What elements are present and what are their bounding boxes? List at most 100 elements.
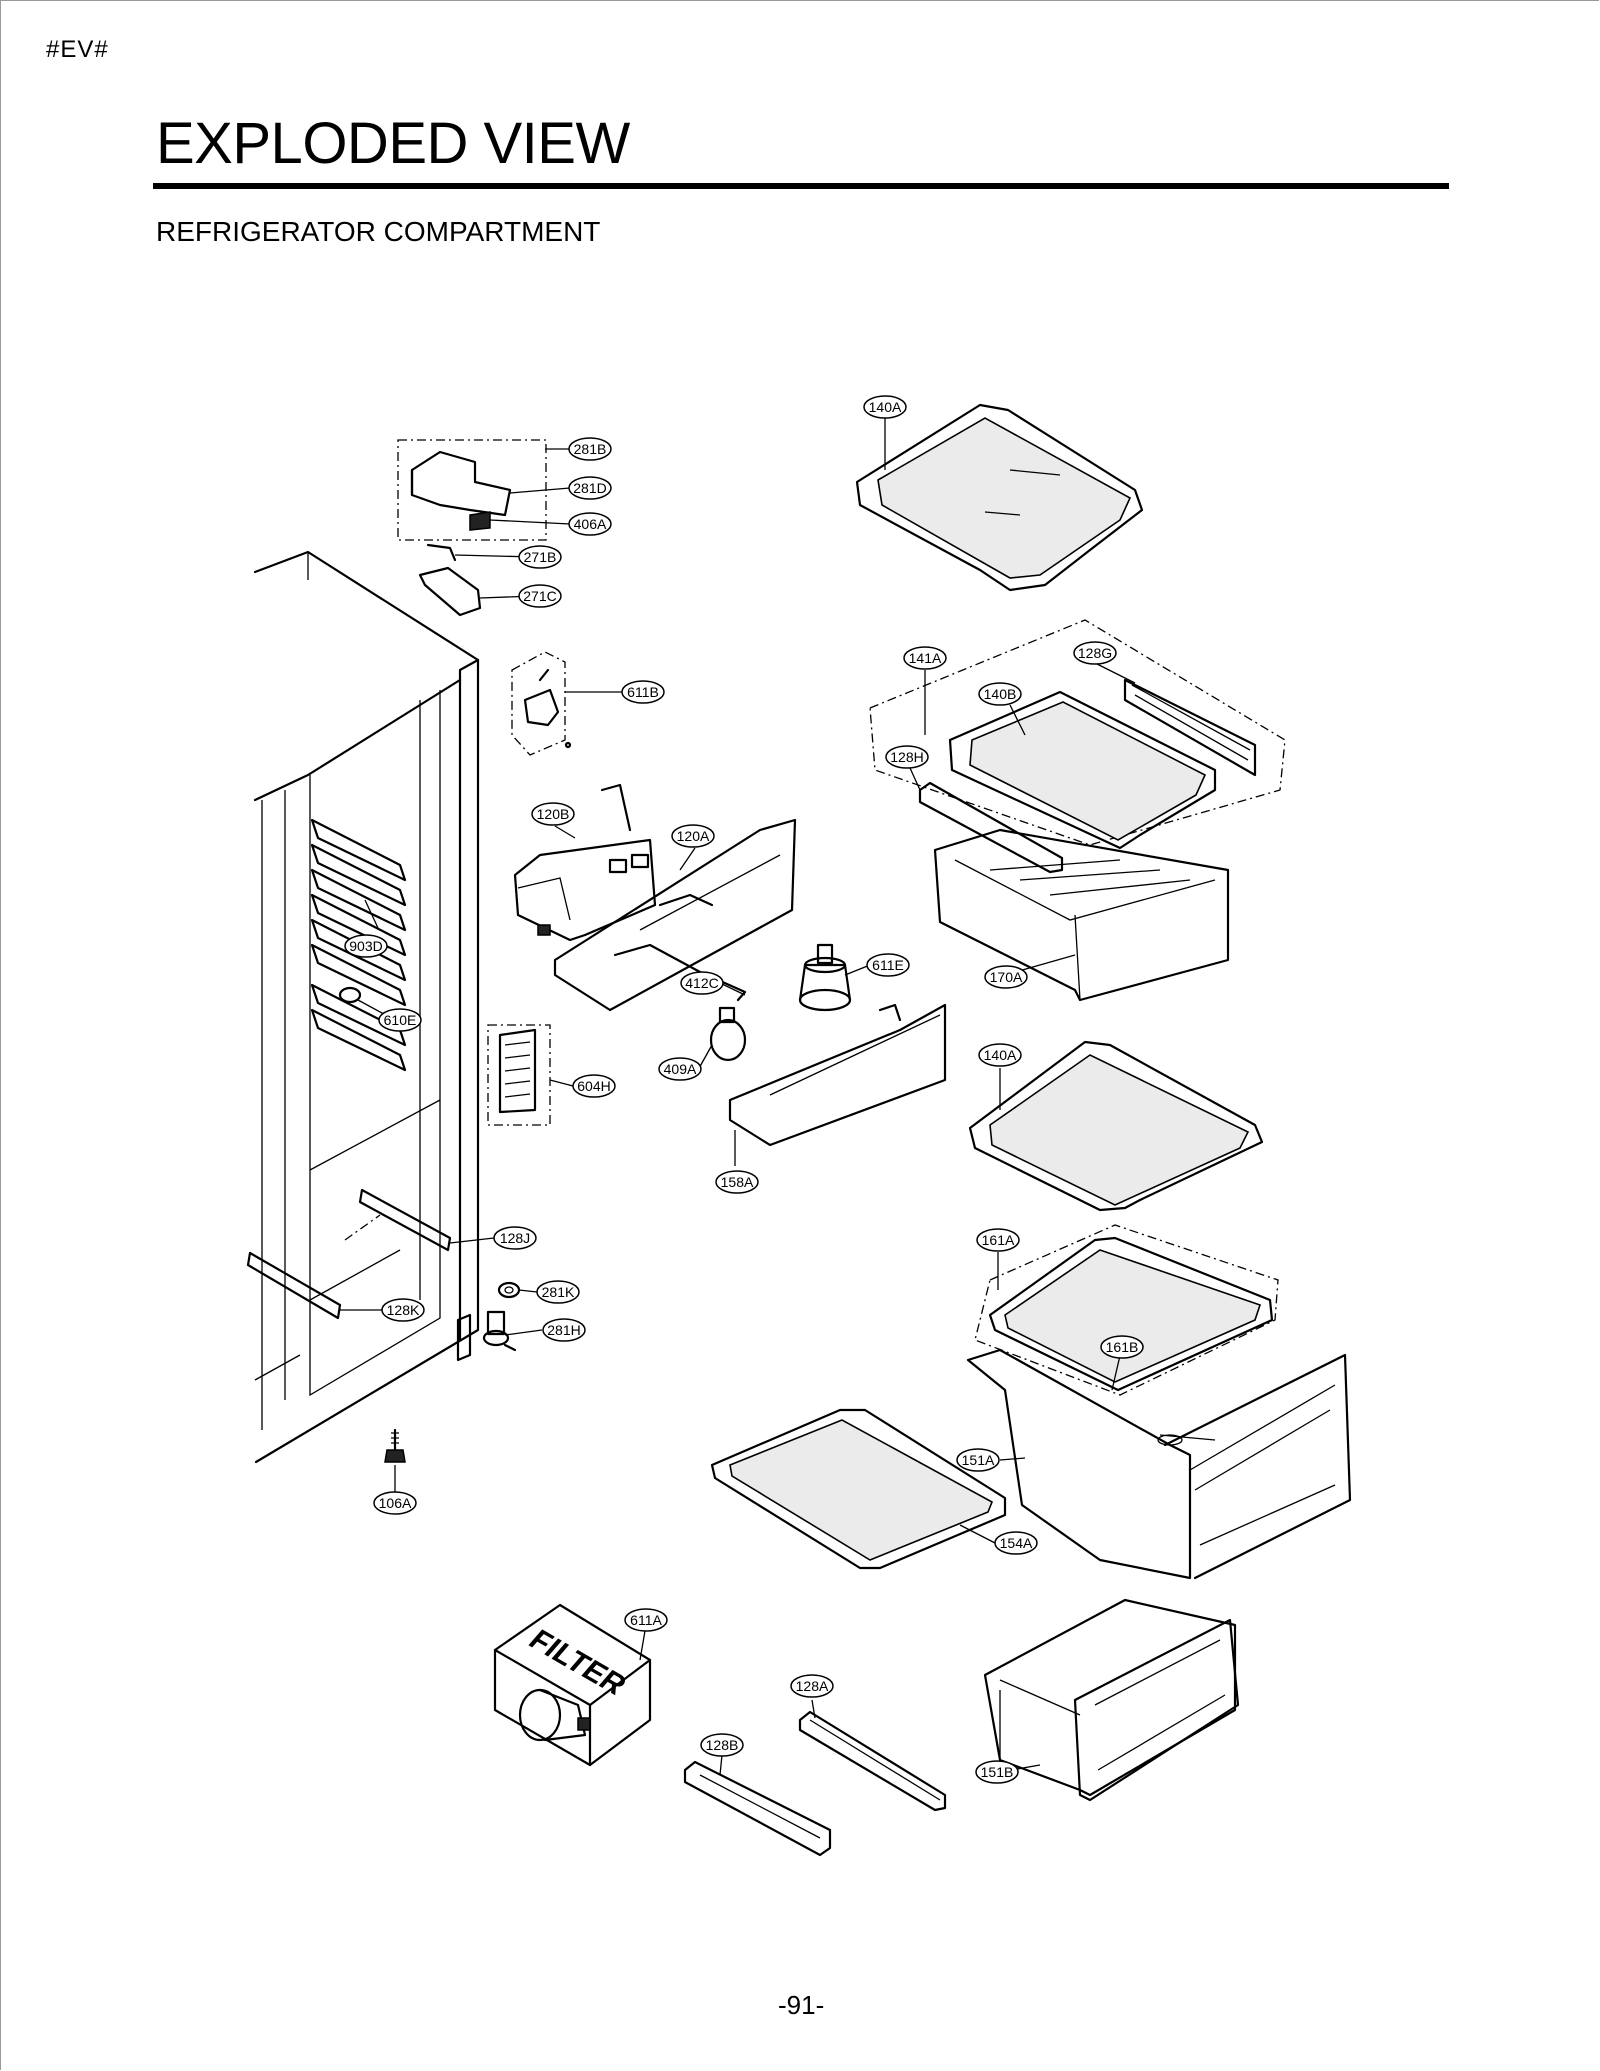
callout-409A: 409A [658,1057,702,1081]
page-title: EXPLODED VIEW [156,111,630,176]
callout-128K: 128K [381,1298,425,1322]
callout-271C: 271C [518,584,562,608]
door-bin-rails [310,818,407,1072]
refrigerator-cabinet [246,550,480,1464]
callout-903D: 903D [344,934,388,958]
callout-120A: 120A [671,824,715,848]
callout-611A: 611A [624,1608,668,1632]
callout-151A: 151A [956,1448,1000,1472]
callout-611B: 611B [621,680,665,704]
callout-128B: 128B [700,1733,744,1757]
rail-128B [683,1760,832,1857]
svg-text:412C: 412C [685,975,718,991]
svg-text:271B: 271B [524,549,557,565]
svg-text:140A: 140A [869,399,902,415]
svg-text:161B: 161B [1106,1339,1139,1355]
vegetable-drawer-151A [966,1348,1352,1580]
svg-text:140A: 140A [984,1047,1017,1063]
callout-412C: 412C [680,971,724,995]
svg-text:281K: 281K [542,1284,575,1300]
callout-281K: 281K [536,1280,580,1304]
page-number: -91- [778,1990,825,2020]
nut-281K [497,1281,521,1299]
svg-text:611A: 611A [630,1612,662,1628]
callout-128A: 128A [790,1674,834,1698]
svg-text:140B: 140B [984,686,1017,702]
cover-161B [988,1236,1274,1392]
section-tag: #EV# [46,36,109,63]
callout-120B: 120B [531,802,575,826]
callout-154A: 154A [994,1531,1038,1555]
callout-271B: 271B [518,545,562,569]
svg-text:281H: 281H [547,1322,580,1338]
svg-text:128B: 128B [706,1737,739,1753]
svg-text:120A: 120A [677,828,710,844]
hinge-cover-assembly [397,439,547,617]
callout-141A: 141A [903,646,947,670]
bottom-drawer-151B [983,1598,1240,1802]
callout-406A: 406A [568,512,612,536]
callout-140B: 140B [978,682,1022,706]
svg-text:106A: 106A [379,1495,412,1511]
shelf-140A-middle [968,1040,1264,1212]
svg-text:141A: 141A [909,650,942,666]
callout-281B: 281B [568,437,612,461]
svg-text:406A: 406A [574,516,607,532]
rail-128J [358,1188,452,1252]
callout-140A-top: 140A [863,395,907,419]
deodorizer-604H [487,1024,551,1126]
bottom-hinge [456,1313,472,1362]
shelf-140A-top [855,403,1144,592]
title-rule [153,183,1449,189]
callout-161B: 161B [1100,1335,1144,1359]
callout-611E: 611E [866,953,910,977]
svg-text:154A: 154A [1000,1535,1033,1551]
callout-106A: 106A [373,1491,417,1515]
svg-text:903D: 903D [349,938,382,954]
crisper-cover-group [869,619,1286,874]
rail-128A [798,1710,947,1812]
glass-shelf-154A [710,1408,1007,1570]
svg-text:161A: 161A [982,1232,1015,1248]
svg-text:604H: 604H [577,1078,610,1094]
svg-text:271C: 271C [523,588,556,604]
callout-128G: 128G [1073,641,1117,665]
rail-128K [246,1251,342,1320]
svg-text:170A: 170A [990,969,1023,985]
svg-text:158A: 158A [721,1174,754,1190]
svg-text:120B: 120B [537,806,570,822]
svg-text:281B: 281B [574,441,607,457]
callout-610E: 610E [378,1008,422,1032]
hinge-bracket-271C [418,566,482,617]
crisper-drawer-170A [933,828,1230,1002]
control-box [513,783,657,942]
water-filter-611A: FILTER [493,1603,652,1767]
leveler-106A [384,1428,406,1463]
svg-text:281D: 281D [573,480,606,496]
svg-text:611B: 611B [627,684,659,700]
callout-170A: 170A [984,965,1028,989]
callout-281H: 281H [542,1318,586,1342]
vegetable-cover-group [974,1224,1279,1396]
callout-604H: 604H [572,1074,616,1098]
rail-128H [918,781,1064,874]
light-lens [338,986,362,1004]
callout-158A: 158A [715,1170,759,1194]
callout-161A: 161A [976,1228,1020,1252]
svg-text:128H: 128H [890,749,923,765]
lamp-cover-158A [728,1003,947,1147]
callout-140A-middle: 140A [978,1043,1022,1067]
svg-text:151A: 151A [962,1452,995,1468]
callout-128J: 128J [493,1226,537,1250]
svg-text:128A: 128A [796,1678,829,1694]
callout-151B: 151B [975,1760,1019,1784]
svg-text:610E: 610E [384,1012,417,1028]
svg-text:409A: 409A [664,1061,697,1077]
svg-text:611E: 611E [872,957,904,973]
rail-128G [1123,678,1257,777]
light-bulb-409A [709,1006,747,1062]
svg-text:128J: 128J [500,1230,530,1246]
shelf-140B [948,690,1217,850]
